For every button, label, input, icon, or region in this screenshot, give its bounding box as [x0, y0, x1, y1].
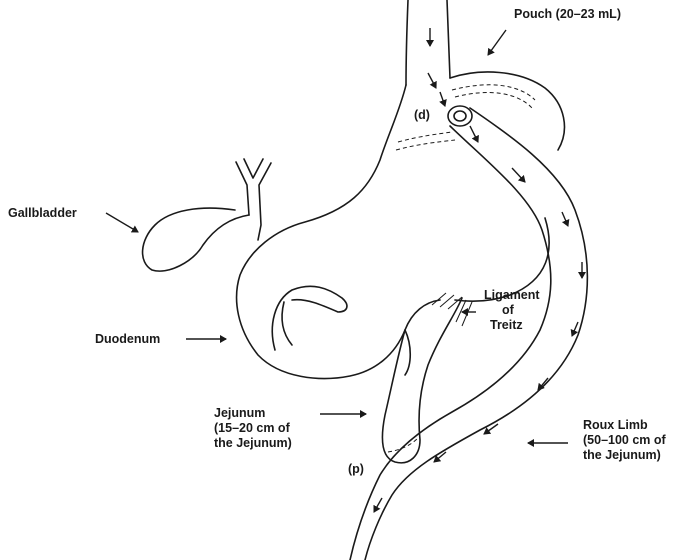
jejunum-label-line-3: the Jejunum) — [214, 436, 292, 451]
jejunum-loop — [382, 298, 462, 463]
proximal-marker-label: (p) — [348, 462, 364, 477]
esophagus — [406, 0, 450, 85]
pouch-label: Pouch (20–23 mL) — [514, 7, 621, 22]
roux-limb — [350, 106, 587, 560]
gallbladder-label: Gallbladder — [8, 206, 77, 221]
jejunum-label-line-2: (15–20 cm of — [214, 421, 292, 436]
roux-label-line-3: the Jejunum) — [583, 448, 666, 463]
jejunum-label: Jejunum (15–20 cm of the Jejunum) — [214, 406, 292, 451]
ligament-of-treitz-hatching — [432, 293, 472, 326]
roux-limb-label: Roux Limb (50–100 cm of the Jejunum) — [583, 418, 666, 463]
distal-marker-label: (d) — [414, 108, 430, 123]
ligament-label-line-1: Ligament — [484, 288, 540, 303]
ligament-label-line-2: of — [484, 303, 540, 318]
jejunum-label-line-1: Jejunum — [214, 406, 292, 421]
ligament-of-treitz-label: Ligament of Treitz — [484, 288, 540, 333]
ligament-label-line-3: Treitz — [484, 318, 540, 333]
roux-label-line-2: (50–100 cm of — [583, 433, 666, 448]
duodenum-label: Duodenum — [95, 332, 160, 347]
roux-label-line-1: Roux Limb — [583, 418, 666, 433]
